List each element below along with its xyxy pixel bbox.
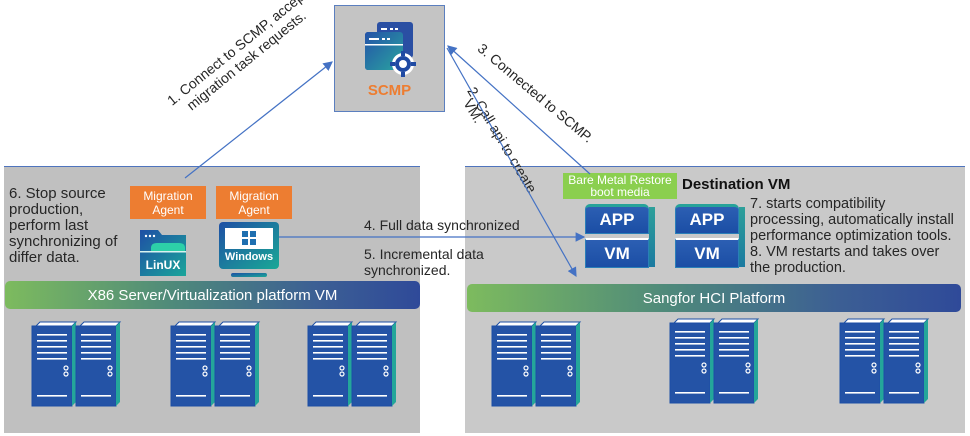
vm-stack: APP VM (585, 204, 655, 270)
agent-tag-line: Agent (238, 202, 270, 217)
linux-folder-icon: LinUX (138, 226, 188, 278)
source-platform-bar: X86 Server/Virtualization platform VM (5, 281, 420, 309)
agent-tag-line: Migration (229, 188, 279, 203)
step-6-line: differ data. (9, 249, 80, 266)
step-7-line: performance optimization tools. (750, 228, 952, 244)
destination-platform-bar: Sangfor HCI Platform (467, 284, 961, 312)
step-7-8-text: 7. starts compatibility processing, auto… (750, 196, 954, 276)
windows-monitor-icon: Windows (219, 222, 279, 278)
vm-stack-side (649, 207, 655, 267)
arrow-step-2 (446, 47, 577, 278)
scmp-label: SCMP (367, 82, 412, 99)
migration-agent-tag-linux: Migration Agent (130, 186, 206, 219)
step-7-line: 7. starts compatibility (750, 196, 886, 212)
windows-label: Windows (224, 251, 274, 263)
bmr-line: boot media (590, 185, 650, 199)
destination-vm-title: Destination VM (682, 176, 791, 193)
step-6-line: perform last (9, 217, 89, 234)
scmp-window-gear-icon (365, 22, 416, 77)
vm-layer: VM (675, 238, 739, 268)
linux-label: LinUX (145, 258, 181, 272)
agent-tag-line: Agent (152, 202, 184, 217)
source-server-rack-icon (31, 321, 162, 408)
step-5-line: 5. Incremental data (364, 246, 484, 262)
step-6-line: production, (9, 201, 84, 218)
step-6-text: 6. Stop source production, perform last … (9, 186, 117, 266)
destination-server-rack-icon (839, 318, 970, 405)
bmr-line: Bare Metal Restore (568, 173, 672, 187)
step-5-line: synchronized. (364, 262, 451, 278)
arrow-step-3 (447, 45, 591, 175)
step-8-line: 8. VM restarts and takes over (750, 244, 940, 260)
arrow-step-1 (184, 61, 333, 179)
source-server-rack-icon (307, 321, 438, 408)
agent-tag-line: Migration (143, 188, 193, 203)
destination-server-rack-icon (491, 321, 622, 408)
app-layer: APP (675, 204, 739, 234)
scmp-node: SCMP (334, 5, 445, 112)
vm-layer: VM (585, 238, 649, 268)
destination-server-rack-icon (669, 318, 800, 405)
step-6-line: 6. Stop source (9, 185, 106, 202)
step-5-text: 5. Incremental data synchronized. (364, 246, 484, 278)
step-8-line: the production. (750, 260, 846, 276)
vm-stack: APP VM (675, 204, 745, 270)
step-7-line: processing, automatically install (750, 212, 954, 228)
bare-metal-restore-tag: Bare Metal Restore boot media (563, 173, 677, 199)
step-6-line: synchronizing of (9, 233, 118, 250)
vm-stack-side (739, 207, 745, 267)
migration-agent-tag-windows: Migration Agent (216, 186, 292, 219)
app-layer: APP (585, 204, 649, 234)
step-4-text: 4. Full data synchronized (364, 217, 520, 233)
source-server-rack-icon (170, 321, 301, 408)
